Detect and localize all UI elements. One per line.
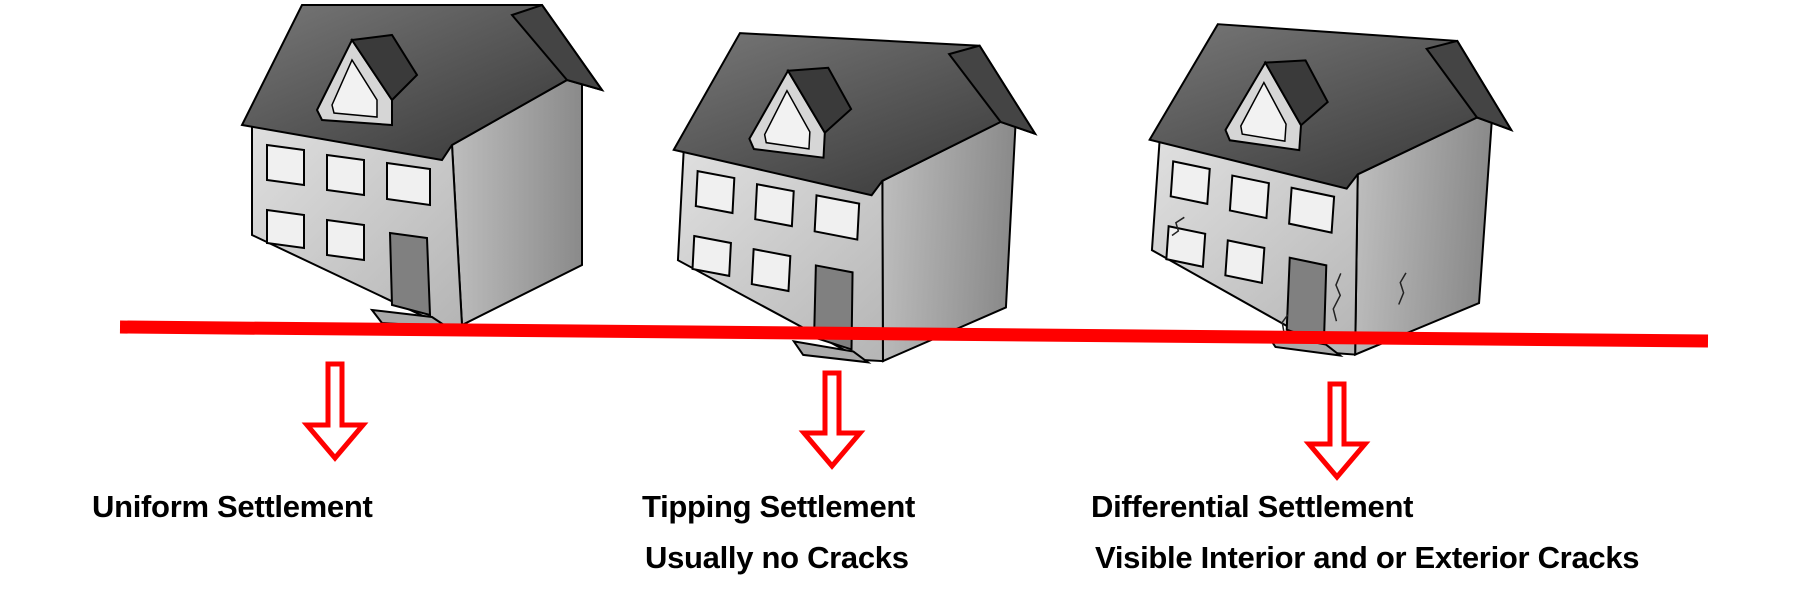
caption-differential-title: Differential Settlement bbox=[1091, 489, 1414, 524]
house-uniform bbox=[241, 4, 603, 328]
caption-tipping-title: Tipping Settlement bbox=[642, 489, 916, 524]
caption-uniform-title: Uniform Settlement bbox=[92, 489, 373, 524]
down-arrow-differential bbox=[1303, 381, 1371, 481]
down-arrow-uniform bbox=[301, 361, 369, 462]
ground-line bbox=[119, 320, 1709, 348]
crack-marks bbox=[1171, 216, 1407, 335]
down-arrow-tipping bbox=[798, 370, 866, 470]
caption-tipping-subtitle: Usually no Cracks bbox=[645, 540, 909, 575]
house-differential bbox=[1134, 19, 1519, 368]
house-tipping bbox=[662, 29, 1041, 372]
caption-differential-subtitle: Visible Interior and or Exterior Cracks bbox=[1095, 540, 1640, 575]
